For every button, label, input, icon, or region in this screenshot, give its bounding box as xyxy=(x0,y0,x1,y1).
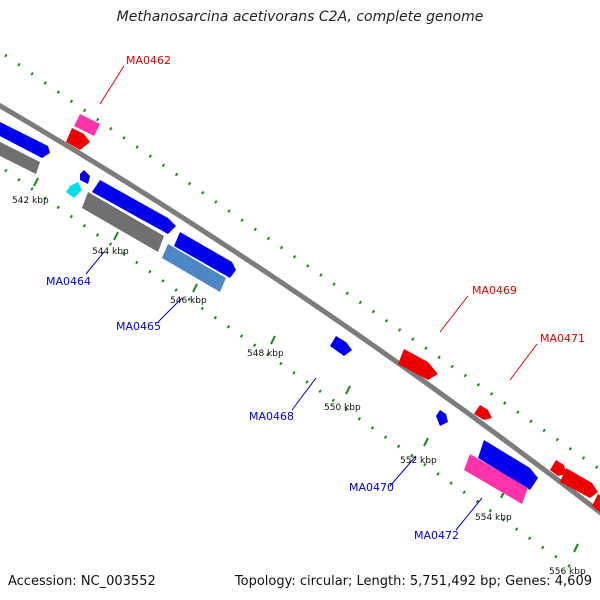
gene-rna[interactable] xyxy=(66,182,82,198)
leader-lines xyxy=(85,65,538,531)
gene-ma0469[interactable] xyxy=(398,349,438,380)
genome-backbone xyxy=(0,102,600,516)
gene-small-blue[interactable] xyxy=(80,170,90,184)
gene-reverse-long-grey[interactable] xyxy=(82,192,164,252)
tick-label-550: 550 kbp xyxy=(324,403,361,413)
tick-label-552: 552 kbp xyxy=(400,456,437,466)
label-ma0470[interactable]: MA0470 xyxy=(349,481,394,494)
gene-forward-arrow[interactable] xyxy=(474,405,492,420)
label-ma0472[interactable]: MA0472 xyxy=(414,529,459,542)
outer-dotted-track xyxy=(4,53,599,470)
accession-text: Accession: NC_003552 xyxy=(8,574,156,589)
tick-label-542: 542 kbp xyxy=(12,196,49,206)
tick-label-548: 548 kbp xyxy=(247,349,284,359)
gene-forward-small[interactable] xyxy=(66,128,90,150)
label-ma0469[interactable]: MA0469 xyxy=(472,284,517,297)
map-title: Methanosarcina acetivorans C2A, complete… xyxy=(116,9,484,25)
gene-reverse-long-blue[interactable] xyxy=(92,180,176,234)
gene-ma0471-a[interactable] xyxy=(550,460,566,476)
forward-genes xyxy=(66,114,600,512)
label-ma0464[interactable]: MA0464 xyxy=(46,275,91,288)
gene-ma0468[interactable] xyxy=(330,336,352,356)
label-ma0471[interactable]: MA0471 xyxy=(540,332,585,345)
tick-label-554: 554 kbp xyxy=(475,513,512,523)
gene-ma0470[interactable] xyxy=(478,440,538,490)
gene-ma0465[interactable] xyxy=(162,244,226,292)
tick-label-544: 544 kbp xyxy=(92,247,129,257)
label-ma0462[interactable]: MA0462 xyxy=(126,54,171,67)
gene-reverse-left-blue[interactable] xyxy=(0,118,50,158)
tick-label-556: 556 kbp xyxy=(549,567,586,577)
gene-forward-edge[interactable] xyxy=(592,494,600,512)
major-ticks xyxy=(33,177,579,553)
label-ma0468[interactable]: MA0468 xyxy=(249,410,294,423)
gene-reverse-left-grey[interactable] xyxy=(0,138,40,174)
gene-ma0471[interactable] xyxy=(560,468,598,498)
gene-ma0470-small[interactable] xyxy=(436,410,448,426)
reverse-genes xyxy=(0,118,538,504)
tick-label-546: 546 kbp xyxy=(170,296,207,306)
gene-ma0462[interactable] xyxy=(74,114,100,136)
inner-dotted-track xyxy=(4,168,583,577)
gene-ma0464[interactable] xyxy=(174,232,236,278)
label-ma0465[interactable]: MA0465 xyxy=(116,320,161,333)
gene-ma0472[interactable] xyxy=(464,454,528,504)
genome-summary-text: Topology: circular; Length: 5,751,492 bp… xyxy=(234,574,592,589)
